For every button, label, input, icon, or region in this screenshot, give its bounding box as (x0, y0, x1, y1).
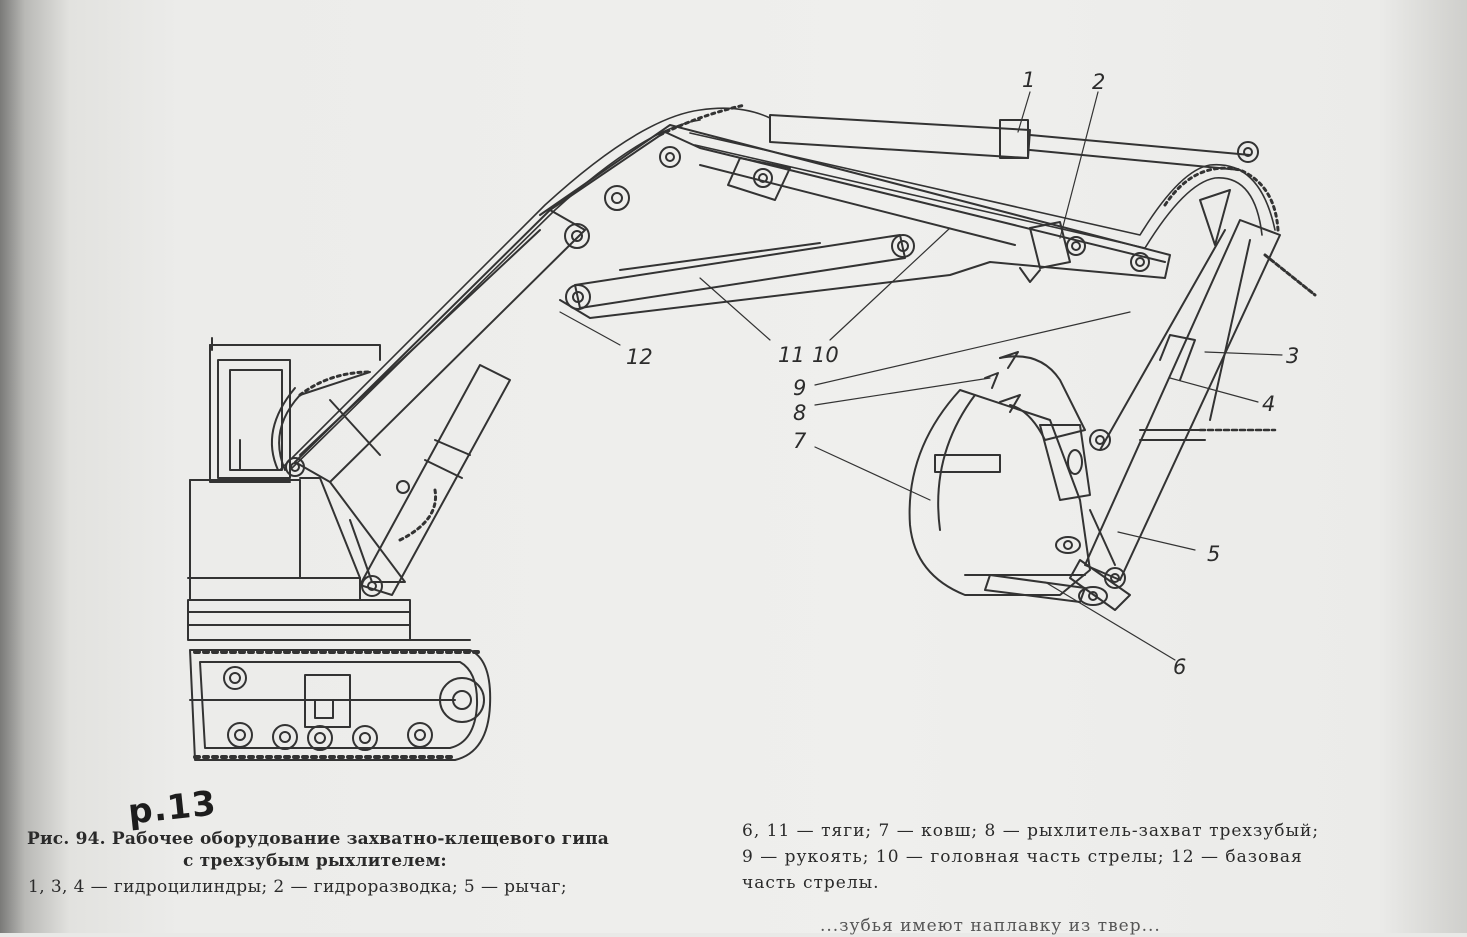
link-rod-11 (565, 234, 906, 310)
cut-off-body-text: ...зубья имеют наплавку из твер... (820, 916, 1161, 936)
caption-legend-right-1: 6, 11 — тяги; 7 — ковш; 8 — рыхлитель-за… (742, 821, 1320, 841)
leader-lines (559, 91, 1283, 661)
bucket-7 (908, 389, 1091, 596)
operator-cabin (189, 337, 381, 601)
callout-8: 8 (793, 401, 807, 425)
callout-2: 2 (1092, 70, 1106, 94)
ripper-grab-8 (984, 351, 1091, 501)
callout-5: 5 (1207, 542, 1221, 566)
callout-10: 10 (812, 343, 839, 367)
callout-6: 6 (1173, 655, 1187, 679)
caption-legend-right-2: 9 — рукоять; 10 — головная часть стрелы;… (742, 847, 1303, 867)
callout-3: 3 (1286, 344, 1300, 368)
arm-stick (1084, 189, 1317, 589)
callout-7: 7 (793, 429, 807, 453)
callout-4: 4 (1262, 392, 1276, 416)
hydraulic-cylinder-1 (769, 114, 1259, 171)
caption-subtitle: с трехзубым рыхлителем: (183, 851, 447, 871)
callout-9: 9 (793, 376, 807, 400)
caption-title: Рис. 94. Рабочее оборудование захватно-к… (27, 829, 610, 849)
boom-base (270, 209, 586, 583)
caption-legend-left: 1, 3, 4 — гидроцилиндры; 2 — гидроразвод… (28, 877, 567, 897)
callout-12: 12 (626, 345, 653, 369)
callout-1: 1 (1022, 68, 1036, 92)
callout-11: 11 (778, 343, 805, 367)
caption-legend-right-3: часть стрелы. (742, 873, 880, 893)
link-6-lever-5 (984, 509, 1131, 611)
crawler-track (189, 639, 492, 761)
boom-lift-cylinder (359, 364, 511, 597)
hydraulic-hoses (279, 103, 1280, 471)
